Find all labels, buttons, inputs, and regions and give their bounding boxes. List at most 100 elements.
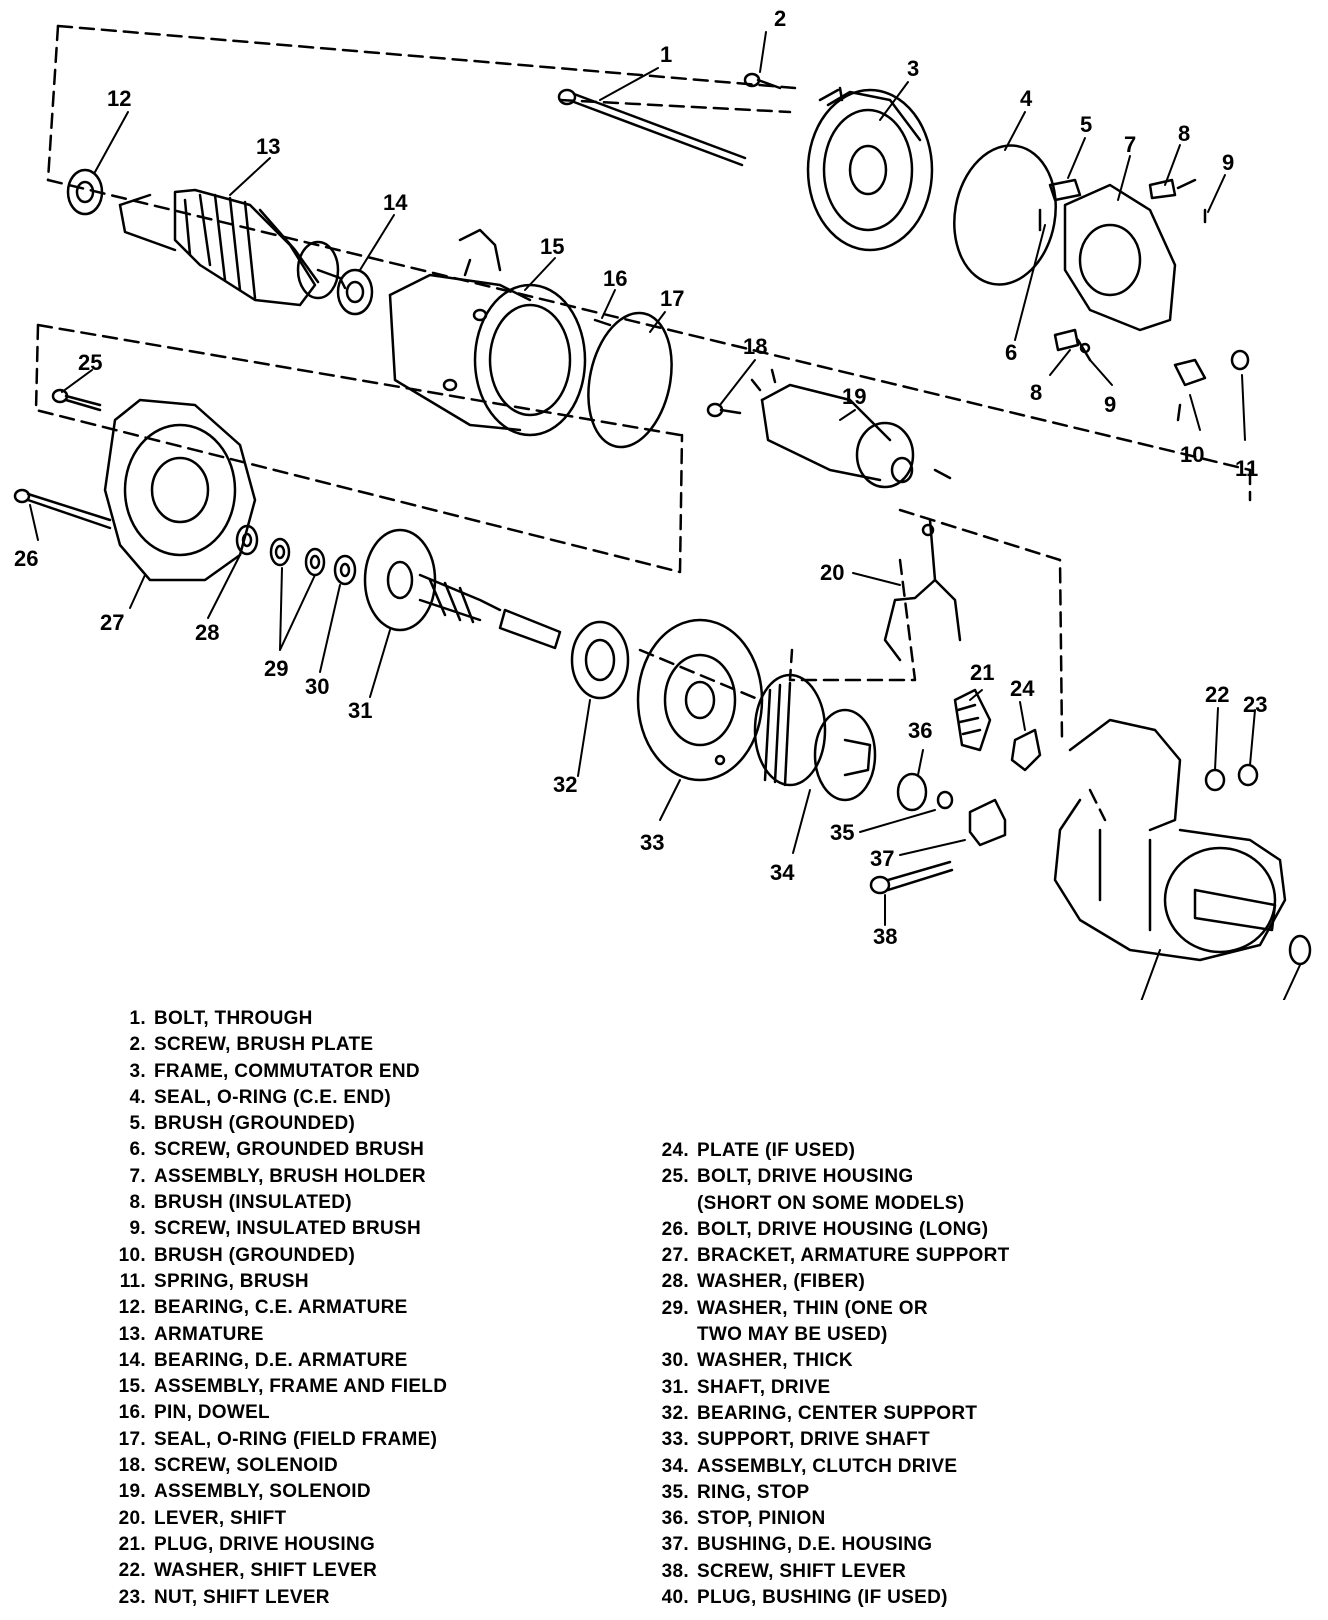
parts-list-item: 40.PLUG, BUSHING (IF USED) bbox=[655, 1585, 1215, 1611]
part-description: WASHER, THICK bbox=[697, 1350, 853, 1372]
part-number: 24. bbox=[661, 1140, 689, 1161]
ce-armature-bearing bbox=[66, 168, 104, 216]
parts-list-item: 35.RING, STOP bbox=[655, 1480, 1215, 1506]
solenoid-screw bbox=[706, 402, 742, 418]
part-description: BEARING, C.E. ARMATURE bbox=[154, 1297, 408, 1319]
clutch-drive-assembly bbox=[753, 673, 877, 802]
part-description: WASHER, (FIBER) bbox=[697, 1271, 866, 1293]
part-number: 20. bbox=[118, 1507, 146, 1529]
parts-list-item: 13. ARMATURE bbox=[112, 1322, 582, 1348]
part-number: 33. bbox=[661, 1429, 689, 1451]
part-number: 1. bbox=[129, 1008, 146, 1029]
part-number: 13. bbox=[118, 1323, 146, 1345]
part-number: 34. bbox=[661, 1455, 689, 1477]
part-description: BRACKET, ARMATURE SUPPORT bbox=[697, 1245, 1010, 1267]
callout-9a: 9 bbox=[1222, 150, 1234, 175]
de-housing-bushing bbox=[968, 798, 1007, 847]
part-number: 12. bbox=[118, 1297, 146, 1319]
part-number: 9. bbox=[129, 1218, 146, 1240]
field-frame-oring bbox=[587, 311, 673, 449]
part-number: 11. bbox=[119, 1270, 146, 1292]
part-number: 6. bbox=[129, 1139, 146, 1161]
center-support-bearing bbox=[570, 620, 630, 700]
through-bolt bbox=[557, 88, 747, 167]
parts-list-item: 1. BOLT, THROUGH bbox=[112, 1006, 582, 1032]
part-number: 23. bbox=[118, 1586, 146, 1608]
part-description: BOLT, DRIVE HOUSING bbox=[697, 1166, 914, 1188]
bushing-plug bbox=[1288, 934, 1312, 966]
part-number: 18. bbox=[118, 1455, 146, 1477]
parts-list-item: 30.WASHER, THICK bbox=[655, 1348, 1215, 1374]
callout-34: 34 bbox=[770, 860, 795, 885]
parts-list-item: 36.STOP, PINION bbox=[655, 1506, 1215, 1532]
part-number: 3. bbox=[129, 1060, 146, 1082]
shift-lever-washer bbox=[1204, 768, 1226, 792]
parts-list-item: 33.SUPPORT, DRIVE SHAFT bbox=[655, 1427, 1215, 1453]
callout-4: 4 bbox=[1020, 86, 1033, 111]
parts-list-item: 8.BRUSH (INSULATED) bbox=[112, 1190, 582, 1216]
parts-list-item: 31.SHAFT, DRIVE bbox=[655, 1375, 1215, 1401]
callout-26: 26 bbox=[14, 546, 38, 571]
part-number: 40. bbox=[661, 1587, 689, 1609]
part-description-continued: TWO MAY BE USED) bbox=[697, 1324, 888, 1346]
callout-30: 30 bbox=[305, 674, 329, 699]
callout-10: 10 bbox=[1180, 442, 1204, 467]
parts-list-item: 9. SCREW, INSULATED BRUSH bbox=[112, 1216, 582, 1242]
part-description: NUT, SHIFT LEVER bbox=[154, 1586, 330, 1608]
callout-8a: 8 bbox=[1178, 121, 1190, 146]
drive-housing bbox=[1053, 718, 1287, 962]
part-number: 10. bbox=[118, 1244, 146, 1266]
parts-list-item: 22.WASHER, SHIFT LEVER bbox=[112, 1558, 582, 1584]
thick-washer bbox=[333, 554, 357, 586]
part-number: 22. bbox=[118, 1560, 146, 1582]
part-description: PLUG, DRIVE HOUSING bbox=[154, 1533, 376, 1555]
part-description: PLATE (IF USED) bbox=[697, 1140, 856, 1161]
parts-list-item: 21.PLUG, DRIVE HOUSING bbox=[112, 1532, 582, 1558]
part-description: BRUSH (GROUNDED) bbox=[154, 1113, 356, 1135]
callout-36: 36 bbox=[908, 718, 932, 743]
callout-31: 31 bbox=[348, 698, 372, 723]
part-description: SCREW, INSULATED BRUSH bbox=[154, 1218, 421, 1240]
parts-list-item: 2.SCREW, BRUSH PLATE bbox=[112, 1032, 582, 1058]
part-description: ASSEMBLY, FRAME AND FIELD bbox=[154, 1376, 448, 1398]
callout-1: 1 bbox=[660, 42, 672, 67]
parts-list-item: 25. BOLT, DRIVE HOUSING bbox=[655, 1164, 1215, 1190]
brush-holder-assembly bbox=[1038, 178, 1177, 332]
part-number: 2. bbox=[129, 1034, 146, 1056]
callout-2: 2 bbox=[774, 6, 786, 31]
part-description: FRAME, COMMUTATOR END bbox=[154, 1060, 420, 1082]
callout-11: 11 bbox=[1235, 456, 1258, 481]
parts-list-item: 28.WASHER, (FIBER) bbox=[655, 1269, 1215, 1295]
part-number: 8. bbox=[129, 1192, 146, 1214]
part-description: SEAL, O-RING (FIELD FRAME) bbox=[154, 1428, 438, 1450]
parts-list-item: 11.SPRING, BRUSH bbox=[112, 1269, 582, 1295]
part-number: 7. bbox=[129, 1165, 146, 1187]
parts-list-item: 24. PLATE (IF USED) bbox=[655, 1138, 1215, 1164]
parts-list-item: 7.ASSEMBLY, BRUSH HOLDER bbox=[112, 1164, 582, 1190]
part-description: BUSHING, D.E. HOUSING bbox=[697, 1534, 933, 1556]
callout-27: 27 bbox=[100, 610, 124, 635]
callout-3: 3 bbox=[907, 56, 919, 81]
callout-20: 20 bbox=[820, 560, 844, 585]
parts-list-item: 17.SEAL, O-RING (FIELD FRAME) bbox=[112, 1427, 582, 1453]
callout-12: 12 bbox=[107, 86, 131, 111]
parts-list-item: 16.PIN, DOWEL bbox=[112, 1400, 582, 1426]
callout-17: 17 bbox=[660, 286, 684, 311]
part-number: 19. bbox=[118, 1481, 146, 1503]
commutator-end-frame bbox=[806, 86, 934, 252]
drive-housing-bolts bbox=[13, 388, 112, 530]
part-number: 25. bbox=[661, 1166, 689, 1188]
callout-numbers: 1 2 3 4 5 6 7 8 8 9 9 10 11 12 13 14 15 … bbox=[14, 6, 1267, 949]
callout-15: 15 bbox=[540, 234, 564, 259]
part-number: 38. bbox=[661, 1560, 689, 1582]
plate bbox=[1010, 728, 1042, 772]
drive-shaft-support bbox=[636, 618, 764, 782]
parts-list-item: 14.BEARING, D.E. ARMATURE bbox=[112, 1348, 582, 1374]
callout-28: 28 bbox=[195, 620, 219, 645]
callout-7: 7 bbox=[1124, 132, 1136, 157]
part-number: 36. bbox=[661, 1508, 689, 1530]
part-description: BOLT, THROUGH bbox=[154, 1008, 313, 1029]
callout-18: 18 bbox=[743, 334, 767, 359]
part-description: ARMATURE bbox=[154, 1323, 264, 1345]
callout-29: 29 bbox=[264, 656, 288, 681]
